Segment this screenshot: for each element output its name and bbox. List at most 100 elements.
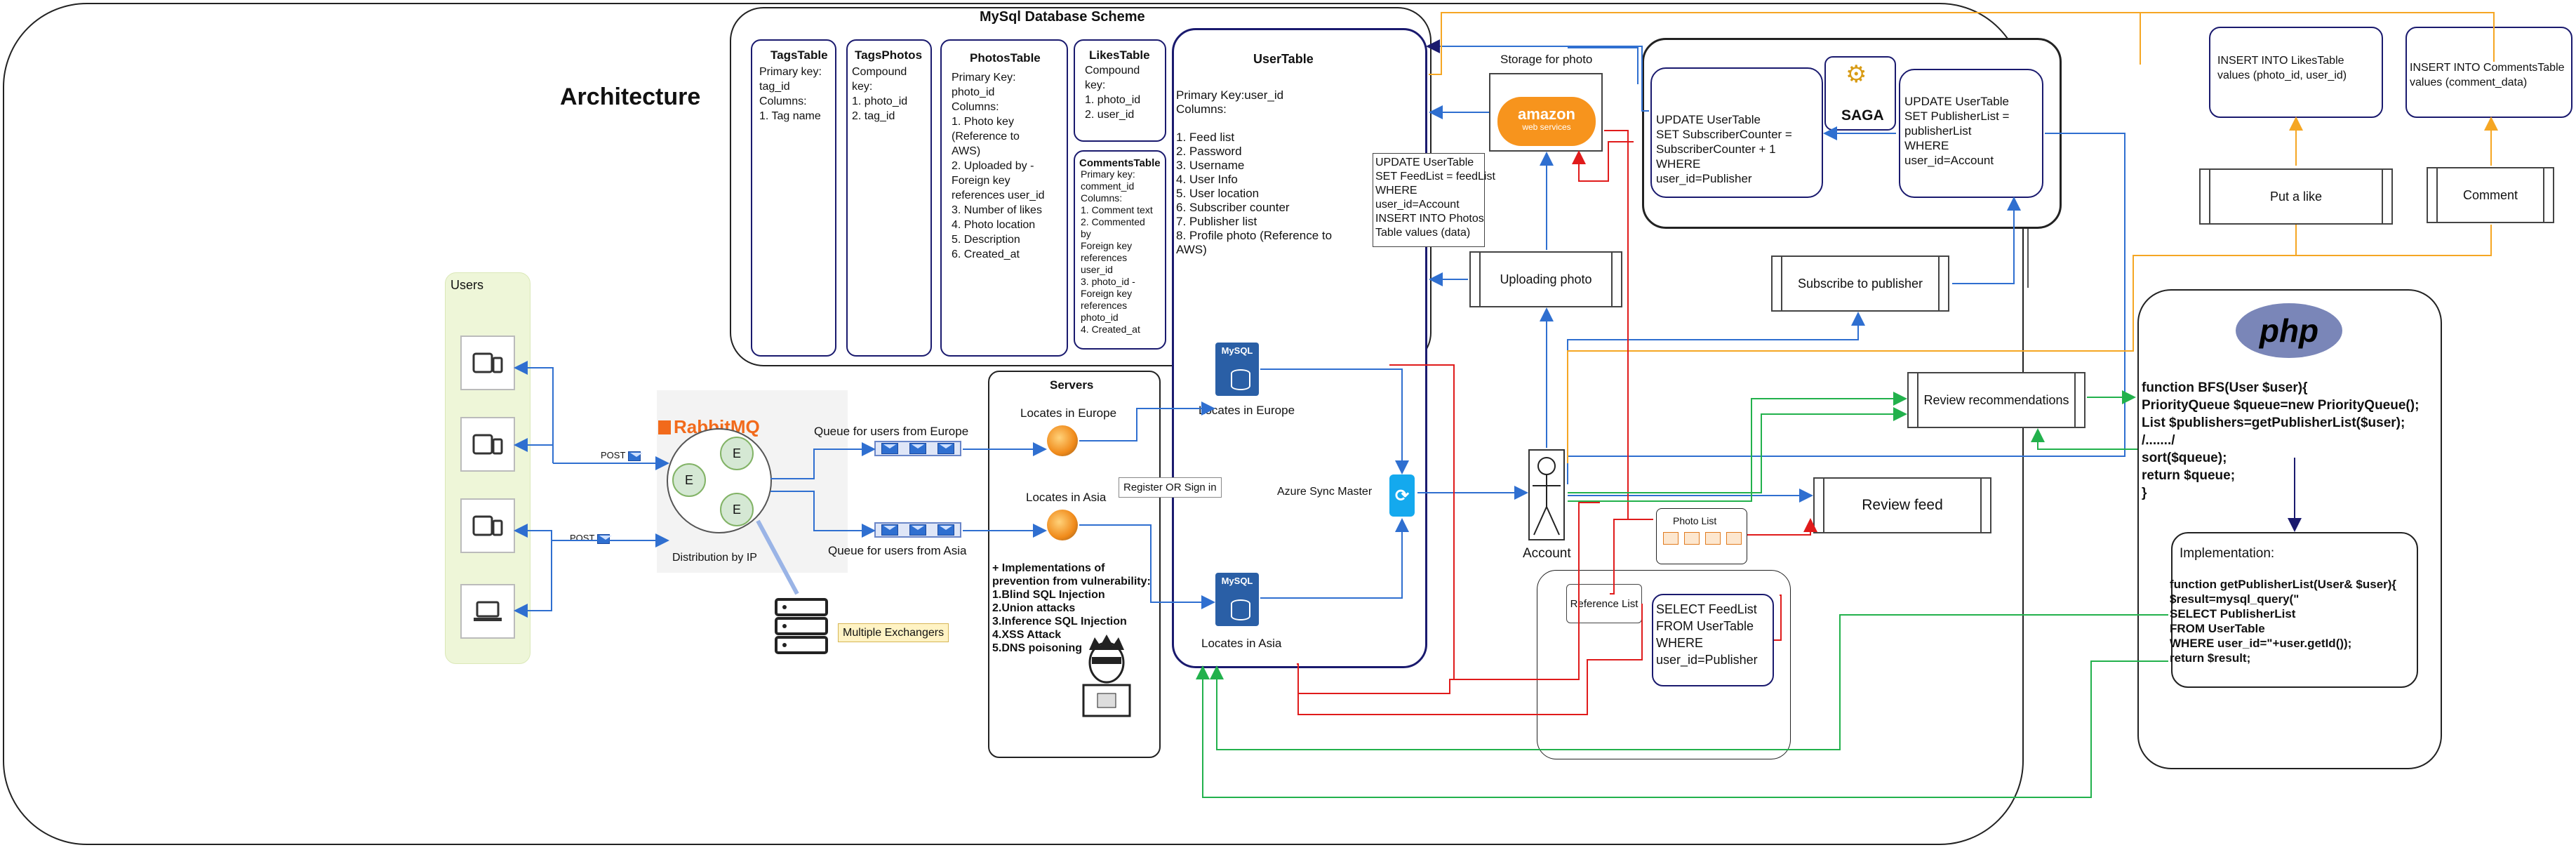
azure-sync-icon: ⟳ <box>1389 474 1415 517</box>
tags-table-body: Primary key: tag_id Columns: 1. Tag name <box>759 66 822 122</box>
user-table[interactable] <box>1172 28 1427 668</box>
insert-likes-text: INSERT INTO LikesTable values (photo_id,… <box>2217 55 2347 81</box>
azure-sync-label: Azure Sync Master <box>1277 486 1373 498</box>
comments-table-title: CommentsTable <box>1079 157 1161 169</box>
server-europe-label: Locates in Europe <box>1020 406 1117 420</box>
message-icon <box>596 533 612 544</box>
php-implementation-title: Implementation: <box>2180 546 2275 561</box>
queue-asia[interactable] <box>874 522 961 538</box>
insert-likes-box[interactable] <box>2209 27 2383 118</box>
storage-frame <box>1489 73 1603 152</box>
comments-table[interactable] <box>1074 150 1166 350</box>
tablet-icon <box>472 352 503 373</box>
insert-comments-box[interactable] <box>2405 27 2572 118</box>
review-feed-button[interactable]: Review feed <box>1813 477 1991 533</box>
comments-table-body: Primary key: comment_id Columns: 1. Comm… <box>1081 168 1153 335</box>
php-logo: php <box>2236 303 2342 358</box>
distribution-label: Distribution by IP <box>672 552 757 564</box>
architecture-title: Architecture <box>560 84 701 110</box>
photos-table-title: PhotosTable <box>970 51 1041 65</box>
likes-table[interactable] <box>1074 39 1166 142</box>
user-table-title: UserTable <box>1253 52 1314 66</box>
post-label-1: POST <box>601 448 643 463</box>
photo-list-label: Photo List <box>1673 515 1717 526</box>
update-feed-note <box>1373 153 1485 247</box>
tags-table[interactable] <box>751 39 836 357</box>
put-a-like-button[interactable]: Put a like <box>2199 168 2393 225</box>
queue-europe-label: Queue for users from Europe <box>814 425 969 438</box>
message-icon <box>909 524 926 536</box>
storage-label: Storage for photo <box>1500 53 1593 66</box>
exchange-node: E <box>720 437 754 470</box>
photo-icon <box>1684 532 1700 545</box>
saga-left-query-text: UPDATE UserTable SET SubscriberCounter =… <box>1656 113 1792 185</box>
subscribe-to-publisher-button[interactable]: Subscribe to publisher <box>1771 255 1949 312</box>
aws-logo: amazon web services <box>1497 97 1596 146</box>
review-recommendations-button[interactable]: Review recommendations <box>1907 372 2086 428</box>
saga-label: SAGA <box>1841 107 1884 124</box>
tablet-device-3[interactable] <box>460 498 515 553</box>
exchange-node: E <box>720 493 754 526</box>
users-label: Users <box>451 278 484 292</box>
photo-icon <box>1663 532 1679 545</box>
server-globe-icon <box>1047 510 1078 540</box>
tablet-device-2[interactable] <box>460 417 515 472</box>
message-icon <box>881 524 898 536</box>
account-actor-icon[interactable] <box>1528 449 1565 540</box>
account-label: Account <box>1523 546 1571 561</box>
tags-photos-title: TagsPhotos <box>855 48 923 62</box>
gear-icon: ⚙ <box>1846 61 1867 88</box>
multiple-exchangers-label: Multiple Exchangers <box>838 623 949 642</box>
tablet-device-1[interactable] <box>460 336 515 390</box>
tags-table-title: TagsTable <box>770 48 828 62</box>
vulnerability-list: + Implementations of prevention from vul… <box>992 562 1151 654</box>
photos-table[interactable] <box>940 39 1068 357</box>
message-icon <box>937 443 954 454</box>
mysql-europe-icon: MySQL <box>1215 343 1259 396</box>
php-bfs-code: function BFS(User $user){ PriorityQueue … <box>2142 380 2420 500</box>
tablet-icon <box>472 515 503 536</box>
queue-europe[interactable] <box>874 441 961 456</box>
rabbit-icon <box>658 420 671 434</box>
message-icon <box>627 451 643 461</box>
db-asia-label: Locates in Asia <box>1201 637 1282 650</box>
server-globe-icon <box>1047 425 1078 456</box>
register-sign-in[interactable]: Register OR Sign in <box>1119 477 1222 498</box>
servers-title: Servers <box>1050 378 1094 392</box>
hacker-icon <box>1081 633 1133 717</box>
likes-table-title: LikesTable <box>1089 48 1150 62</box>
uploading-photo-button[interactable]: Uploading photo <box>1469 251 1622 307</box>
laptop-icon <box>474 601 502 621</box>
saga-icon-box <box>1824 56 1896 131</box>
php-implementation-code: function getPublisherList(User& $user){ … <box>2170 578 2397 665</box>
likes-table-body: Compound key: 1. photo_id 2. user_id <box>1085 65 1141 121</box>
php-implementation-panel <box>2171 532 2418 688</box>
mysql-asia-icon: MySQL <box>1215 573 1259 626</box>
comment-button[interactable]: Comment <box>2427 167 2554 223</box>
select-feedlist-box[interactable] <box>1652 594 1774 686</box>
tablet-icon <box>472 434 503 455</box>
message-icon <box>909 443 926 454</box>
server-rack-icon <box>775 598 828 654</box>
photo-icon <box>1726 532 1742 545</box>
message-icon <box>937 524 954 536</box>
exchange-node-label: E <box>732 502 741 517</box>
saga-right-query-text: UPDATE UserTable SET PublisherList = pub… <box>1904 95 2010 167</box>
select-feedlist-text: SELECT FeedList FROM UserTable WHERE use… <box>1656 602 1758 667</box>
update-feed-note-text: UPDATE UserTable SET FeedList = feedList… <box>1375 157 1495 239</box>
exchange-node: E <box>672 463 706 497</box>
message-icon <box>881 443 898 454</box>
mysql-scheme-title: MySql Database Scheme <box>980 9 1145 25</box>
queue-asia-label: Queue for users from Asia <box>828 544 967 557</box>
photo-icon <box>1705 532 1721 545</box>
photo-thumbnails <box>1660 532 1744 546</box>
exchange-node-label: E <box>732 446 741 460</box>
server-asia-label: Locates in Asia <box>1026 491 1107 504</box>
insert-comments-text: INSERT INTO CommentsTable values (commen… <box>2410 62 2565 88</box>
saga-right-query[interactable] <box>1899 69 2043 198</box>
tags-photos-body: Compound key: 1. photo_id 2. tag_id <box>852 66 908 122</box>
user-table-body: Primary Key:user_id Columns: 1. Feed lis… <box>1176 88 1333 256</box>
tags-photos-table[interactable] <box>846 39 932 357</box>
saga-left-query[interactable] <box>1650 67 1823 198</box>
